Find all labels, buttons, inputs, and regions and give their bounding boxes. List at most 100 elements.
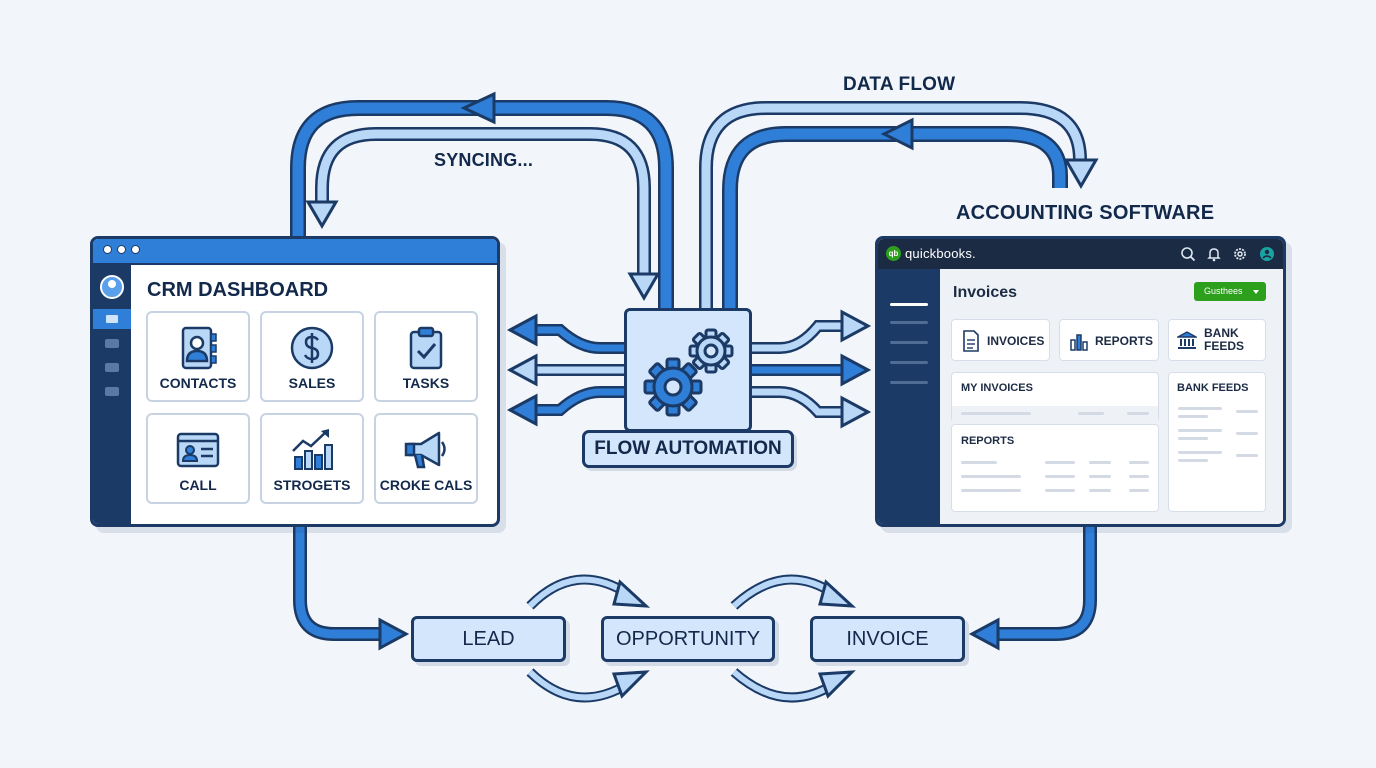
crm-dashboard-window: CRM DASHBOARD CONTACTS SALES TASKS	[90, 236, 500, 527]
brand-name: quickbooks.	[905, 246, 976, 261]
profile-icon[interactable]	[1259, 246, 1275, 262]
document-icon	[963, 330, 979, 352]
tile-label: CROKE CALS	[379, 477, 473, 493]
tile-label: CALL	[179, 477, 217, 493]
arrow-accounting-to-invoice	[968, 527, 1097, 651]
bar-chart-trend-icon	[292, 429, 333, 470]
placeholder-line	[1127, 412, 1149, 415]
placeholder-line	[1129, 489, 1149, 492]
tile-strogets[interactable]: STROGETS	[260, 413, 364, 504]
panel-title: MY INVOICES	[961, 382, 1033, 394]
placeholder-line	[1178, 429, 1222, 432]
placeholder-line	[961, 461, 997, 464]
data-flow-label: DATA FLOW	[843, 74, 956, 95]
panel-title: REPORTS	[961, 435, 1015, 447]
placeholder-line	[1236, 454, 1258, 457]
avatar[interactable]	[100, 275, 124, 299]
shortcut-label-line: FEEDS	[1204, 339, 1245, 353]
accounting-software-label: ACCOUNTING SOFTWARE	[956, 202, 1215, 224]
sidebar-item[interactable]	[890, 321, 928, 324]
placeholder-line	[1178, 415, 1208, 418]
placeholder-line	[1045, 461, 1075, 464]
accounting-topbar: qb quickbooks.	[878, 239, 1283, 269]
placeholder-line	[1178, 451, 1222, 454]
placeholder-line	[1236, 432, 1258, 435]
arrows-flow-to-crm	[506, 313, 624, 427]
gears-icon	[643, 328, 734, 417]
sidebar-item[interactable]	[890, 381, 928, 384]
flow-automation-hub	[624, 308, 752, 432]
shortcut-invoices[interactable]: INVOICES	[951, 319, 1050, 361]
new-action-button[interactable]: Gusthees	[1194, 282, 1266, 301]
sidebar-item[interactable]	[890, 361, 928, 364]
megaphone-icon	[404, 431, 446, 469]
placeholder-line	[1129, 475, 1149, 478]
large-gear	[643, 357, 703, 417]
sidebar-item-active[interactable]	[93, 309, 131, 329]
shortcut-label: REPORTS	[1095, 334, 1154, 348]
arrow-crm-to-lead	[293, 527, 410, 651]
placeholder-line	[1178, 459, 1208, 462]
contacts-book-icon	[181, 326, 217, 370]
sidebar-item[interactable]	[105, 339, 119, 348]
placeholder-line	[961, 489, 1021, 492]
table-row[interactable]	[952, 406, 1158, 422]
sidebar-item[interactable]	[105, 387, 119, 396]
shortcut-label-line: BANK	[1204, 326, 1239, 340]
shortcut-label: BANK FEEDS	[1204, 327, 1244, 353]
accounting-sidebar	[878, 269, 940, 524]
placeholder-line	[1178, 407, 1222, 410]
tile-croke-cals[interactable]: CROKE CALS	[374, 413, 478, 504]
clipboard-check-icon	[409, 326, 443, 370]
tile-label: TASKS	[402, 375, 450, 391]
stage-invoice[interactable]: INVOICE	[810, 616, 965, 662]
tile-label: SALES	[288, 375, 336, 391]
placeholder-line	[1045, 475, 1075, 478]
sidebar-item[interactable]	[105, 363, 119, 372]
sidebar-item-active[interactable]	[890, 303, 928, 306]
bell-icon[interactable]	[1206, 246, 1222, 262]
my-invoices-panel: MY INVOICES	[951, 372, 1159, 422]
arrow-syncing-loop	[305, 127, 661, 301]
shortcut-bank-feeds[interactable]: BANK FEEDS	[1168, 319, 1266, 361]
crm-sidebar	[93, 265, 131, 524]
tile-contacts[interactable]: CONTACTS	[146, 311, 250, 402]
placeholder-line	[961, 475, 1021, 478]
arrow-crm-up-loop	[290, 91, 674, 308]
tile-tasks[interactable]: TASKS	[374, 311, 478, 402]
page-title: Invoices	[953, 284, 1018, 301]
placeholder-line	[961, 412, 1031, 415]
gear-icon[interactable]	[1232, 246, 1248, 262]
panel-title: BANK FEEDS	[1177, 382, 1249, 394]
search-icon[interactable]	[1180, 246, 1196, 262]
reports-panel: REPORTS	[951, 424, 1159, 512]
placeholder-line	[1045, 489, 1075, 492]
placeholder-line	[1089, 489, 1111, 492]
stage-opportunity[interactable]: OPPORTUNITY	[601, 616, 775, 662]
shortcut-reports[interactable]: REPORTS	[1059, 319, 1159, 361]
stage-lead[interactable]: LEAD	[411, 616, 566, 662]
window-dot[interactable]	[117, 245, 126, 254]
window-dot[interactable]	[103, 245, 112, 254]
tile-call[interactable]: CALL	[146, 413, 250, 504]
tile-sales[interactable]: SALES	[260, 311, 364, 402]
syncing-label: SYNCING...	[434, 150, 534, 170]
shortcut-label: INVOICES	[987, 334, 1045, 348]
tile-label: CONTACTS	[159, 375, 237, 391]
flow-automation-label: FLOW AUTOMATION	[582, 430, 794, 468]
arrow-data-flow-loop	[699, 101, 1099, 308]
arrow-accounting-return-loop	[722, 117, 1068, 308]
sidebar-item[interactable]	[890, 341, 928, 344]
window-dot[interactable]	[131, 245, 140, 254]
arrows-flow-to-accounting	[752, 309, 872, 429]
dollar-coin-icon	[290, 326, 334, 370]
placeholder-line	[1129, 461, 1149, 464]
small-gear	[688, 328, 734, 374]
tile-label: STROGETS	[273, 477, 351, 493]
placeholder-line	[1236, 410, 1258, 413]
crm-titlebar	[93, 239, 497, 265]
button-label: Gusthees	[1204, 286, 1243, 296]
placeholder-line	[1178, 437, 1208, 440]
accounting-main: Invoices Gusthees INVOICES REPORTS	[940, 269, 1283, 524]
